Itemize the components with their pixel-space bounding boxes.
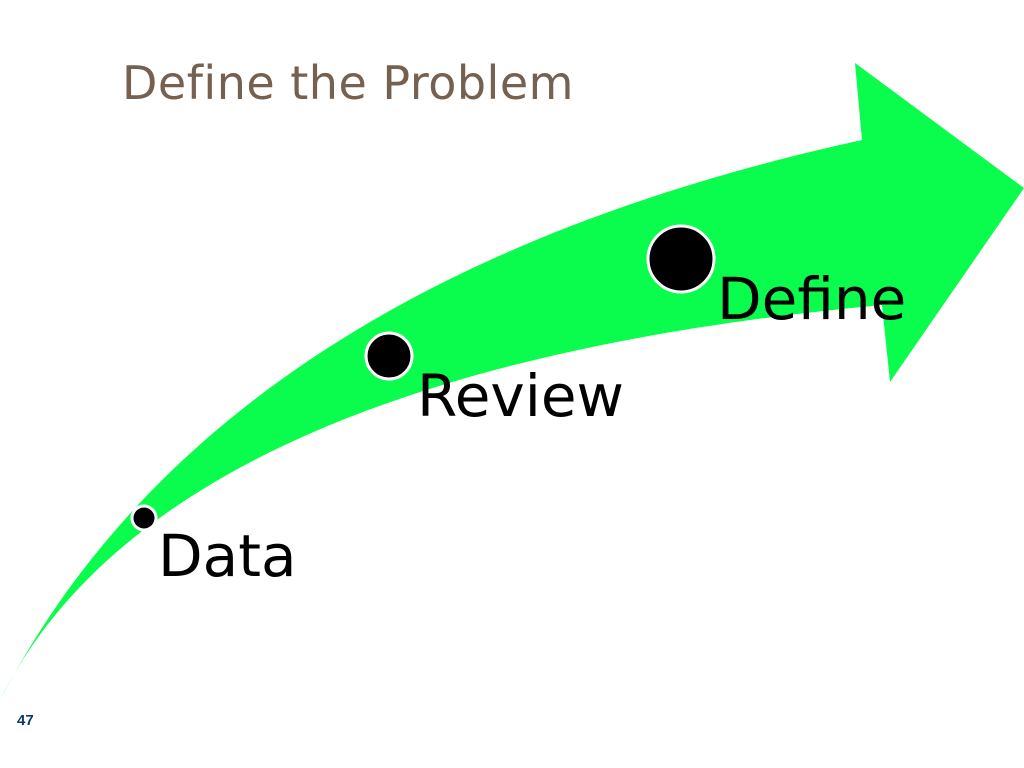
step-label-define: Define <box>717 265 907 333</box>
step-dot-define <box>646 224 716 294</box>
step-dot-data <box>130 504 158 532</box>
page-number: 47 <box>17 712 34 729</box>
step-label-review: Review <box>417 362 624 430</box>
curved-arrow-shape <box>0 63 1024 700</box>
slide-title: Define the Problem <box>122 56 574 110</box>
step-label-data: Data <box>158 522 297 590</box>
step-dot-review <box>364 331 414 381</box>
